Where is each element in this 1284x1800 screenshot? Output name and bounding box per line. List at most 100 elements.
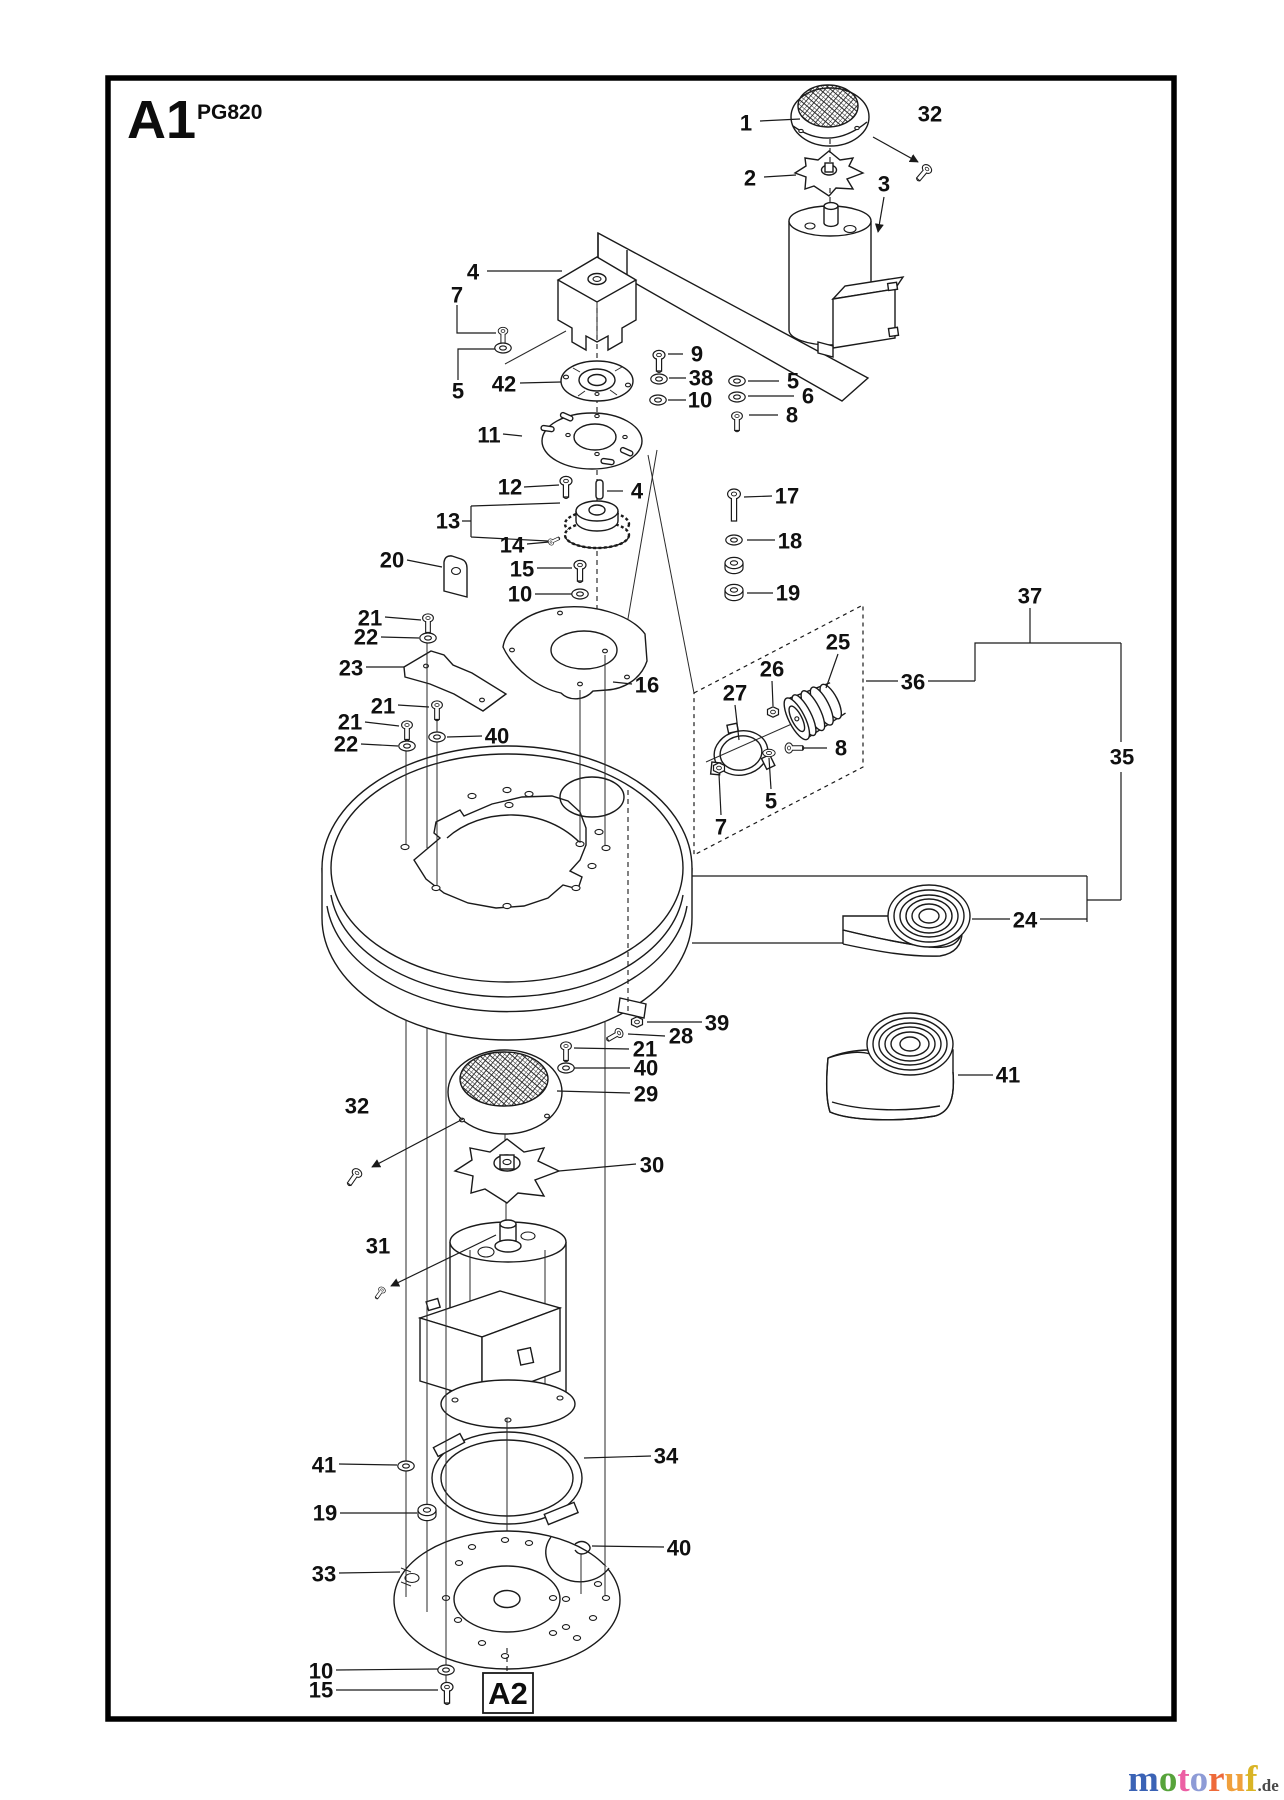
callout-20: 20 <box>380 548 404 573</box>
screw-32-top <box>913 162 934 185</box>
key-14 <box>546 534 562 547</box>
nut-7b <box>712 762 726 774</box>
screw-21a <box>422 613 434 635</box>
mesh-cap-bottom <box>447 1049 563 1135</box>
screw-31 <box>372 1285 387 1302</box>
callout-35: 35 <box>1110 745 1134 770</box>
screw-9 <box>652 349 666 374</box>
callout-15: 15 <box>309 1678 333 1703</box>
callout-21: 21 <box>358 606 382 631</box>
callout-41: 41 <box>312 1453 336 1478</box>
hook-slot <box>574 1540 591 1555</box>
callout-1: 1 <box>740 111 752 136</box>
screw-15b <box>440 1681 454 1706</box>
top-motor-assembly <box>788 84 905 358</box>
callout-17: 17 <box>775 484 799 509</box>
callout-11: 11 <box>477 423 500 448</box>
callout-40: 40 <box>667 1536 691 1561</box>
screw-7 <box>497 326 509 346</box>
callout-3: 3 <box>878 172 890 197</box>
support-plate <box>403 650 508 712</box>
callout-25: 25 <box>826 630 850 655</box>
watermark-logo: motoruf.de <box>1128 1759 1279 1800</box>
callout-40: 40 <box>485 724 509 749</box>
callout-21: 21 <box>371 694 395 719</box>
callout-10: 10 <box>688 388 712 413</box>
callout-38: 38 <box>689 366 713 391</box>
screw-32b <box>343 1166 364 1189</box>
motor-base-flange <box>440 1379 576 1429</box>
leader-lines <box>335 118 1122 1691</box>
washer-6 <box>728 391 746 403</box>
callout-40: 40 <box>634 1056 658 1081</box>
screw-12 <box>559 475 573 500</box>
washer-22a <box>419 632 437 644</box>
callout-9: 9 <box>691 342 703 367</box>
left-bracket-parts <box>403 555 508 712</box>
mesh-cap-top <box>790 84 870 147</box>
callout-21: 21 <box>633 1037 657 1062</box>
drum-housing <box>321 745 693 1041</box>
callout-10: 10 <box>309 1659 333 1684</box>
curved-cover-plate <box>502 606 648 700</box>
spacer-19 <box>724 583 744 602</box>
lower-motor-assembly <box>417 1049 583 1663</box>
callout-8: 8 <box>835 736 847 761</box>
screw-8b <box>784 742 805 754</box>
chain-sprocket <box>563 500 631 550</box>
callout-5: 5 <box>787 369 799 394</box>
spacer-19b <box>417 1503 437 1522</box>
callout-5: 5 <box>452 379 464 404</box>
callout-28: 28 <box>669 1024 693 1049</box>
screw-15 <box>573 559 587 584</box>
callout-7: 7 <box>715 815 727 840</box>
hanger-tab <box>443 555 468 598</box>
washer-5c <box>762 748 776 758</box>
screw-8 <box>731 411 743 433</box>
callout-14: 14 <box>500 533 525 558</box>
washer-10c <box>437 1664 455 1676</box>
callout-6: 6 <box>802 384 814 409</box>
washer-5 <box>494 342 512 354</box>
drum-bolt-holes <box>400 786 611 910</box>
callout-10: 10 <box>508 582 532 607</box>
mounting-panel <box>504 231 870 694</box>
wide-sealing-roll <box>825 1012 955 1121</box>
callout-5: 5 <box>765 789 777 814</box>
callout-8: 8 <box>786 403 798 428</box>
callout-33: 33 <box>312 1562 336 1587</box>
callout-27: 27 <box>723 681 747 706</box>
callout-31: 31 <box>366 1234 390 1259</box>
screw-21d <box>560 1041 572 1063</box>
callout-4: 4 <box>467 260 480 285</box>
callout-36: 36 <box>901 670 925 695</box>
screw-21b <box>431 700 443 722</box>
callout-37: 37 <box>1018 584 1042 609</box>
washer-41 <box>397 1460 415 1472</box>
callout-19: 19 <box>313 1501 337 1526</box>
nut-39 <box>630 1016 644 1028</box>
callout-42: 42 <box>492 372 516 397</box>
callout-39: 39 <box>705 1011 729 1036</box>
sheet-code: A1 <box>127 90 196 150</box>
callout-22: 22 <box>334 732 358 757</box>
callout-12: 12 <box>498 475 522 500</box>
callout-16: 16 <box>635 673 659 698</box>
washer-5b <box>728 375 746 387</box>
clamp-ring <box>709 722 776 776</box>
page-border <box>105 75 1177 1722</box>
callout-19: 19 <box>776 581 800 606</box>
washer-40a <box>428 731 446 743</box>
bolt-17 <box>726 488 742 522</box>
fan-bottom <box>453 1138 561 1204</box>
washer-10b <box>571 588 589 600</box>
sealing-strip-roll <box>842 884 971 957</box>
hose-connector <box>783 682 846 741</box>
bearing-flange <box>560 360 634 402</box>
callout-13: 13 <box>436 509 460 534</box>
callout-34: 34 <box>654 1444 679 1469</box>
next-sheet-code: A2 <box>488 1676 528 1711</box>
